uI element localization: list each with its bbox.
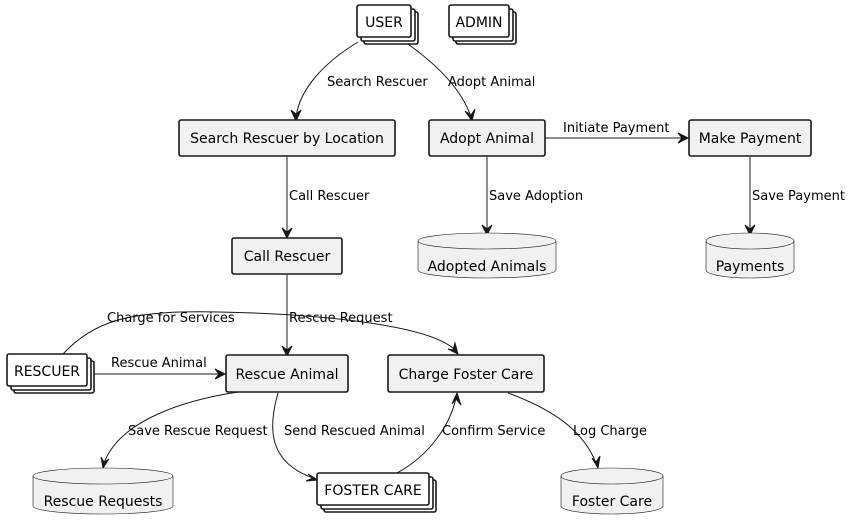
process-call-rescuer[interactable]: Call Rescuer	[231, 237, 343, 275]
process-rescue-animal-label: Rescue Animal	[235, 367, 338, 383]
edge-label-confirm-service: Confirm Service	[442, 424, 545, 439]
edge-user-search	[290, 41, 359, 123]
edge-adopt-payment	[545, 132, 690, 144]
edge-rescuer-rescue	[94, 368, 227, 380]
actor-admin[interactable]: ADMIN	[448, 4, 517, 45]
edge-label-send-rescued-animal: Send Rescued Animal	[284, 424, 425, 439]
edge-label-adopt-animal: Adopt Animal	[448, 75, 535, 90]
process-make-payment-label: Make Payment	[699, 131, 802, 147]
process-charge-foster-care-label: Charge Foster Care	[399, 367, 534, 383]
process-rescue-animal[interactable]: Rescue Animal	[225, 354, 349, 393]
actor-user[interactable]: USER	[356, 4, 419, 45]
edge-label-save-payment: Save Payment	[752, 189, 845, 204]
db-adopted-animals[interactable]: Adopted Animals	[417, 232, 557, 279]
edge-charge-db	[507, 392, 601, 470]
edge-label-save-adoption: Save Adoption	[489, 189, 583, 204]
db-payments[interactable]: Payments	[705, 232, 795, 279]
edge-rescue-foster	[272, 392, 320, 482]
process-call-rescuer-label: Call Rescuer	[244, 249, 331, 265]
edge-call-rescue	[281, 275, 293, 358]
actor-foster-care-label: FOSTER CARE	[324, 483, 421, 499]
edge-label-save-rescue-request: Save Rescue Request	[128, 424, 268, 439]
edge-label-call-rescuer: Call Rescuer	[289, 189, 370, 204]
process-search-rescuer-label: Search Rescuer by Location	[190, 131, 384, 147]
actor-user-label: USER	[365, 15, 403, 31]
actor-admin-label: ADMIN	[455, 15, 502, 31]
edge-rescuer-charge	[61, 311, 459, 356]
db-rescue-requests-label: Rescue Requests	[44, 494, 163, 510]
process-search-rescuer[interactable]: Search Rescuer by Location	[178, 119, 396, 157]
db-foster-care-label: Foster Care	[572, 494, 652, 510]
edge-label-log-charge: Log Charge	[573, 424, 647, 439]
process-adopt-animal-label: Adopt Animal	[440, 131, 534, 147]
edge-payment-db	[744, 157, 756, 237]
db-foster-care[interactable]: Foster Care	[560, 467, 664, 515]
actor-rescuer[interactable]: RESCUER	[6, 353, 95, 394]
edge-foster-charge	[396, 391, 462, 474]
db-adopted-animals-label: Adopted Animals	[428, 259, 547, 275]
edge-user-adopt	[404, 41, 476, 123]
process-charge-foster-care[interactable]: Charge Foster Care	[387, 354, 545, 393]
edge-rescue-db	[100, 391, 239, 470]
edge-label-rescue-animal: Rescue Animal	[111, 356, 207, 371]
edge-adopt-db	[481, 157, 493, 237]
db-rescue-requests[interactable]: Rescue Requests	[32, 467, 174, 515]
process-adopt-animal[interactable]: Adopt Animal	[428, 119, 546, 157]
edge-label-initiate-payment: Initiate Payment	[563, 121, 670, 136]
actor-rescuer-label: RESCUER	[14, 364, 80, 380]
process-make-payment[interactable]: Make Payment	[688, 119, 812, 157]
edge-label-charge-for-services: Charge for Services	[107, 311, 235, 326]
edge-label-search-rescuer: Search Rescuer	[327, 75, 428, 90]
edge-search-call	[281, 157, 293, 240]
db-payments-label: Payments	[716, 259, 785, 275]
actor-foster-care[interactable]: FOSTER CARE	[316, 472, 437, 513]
